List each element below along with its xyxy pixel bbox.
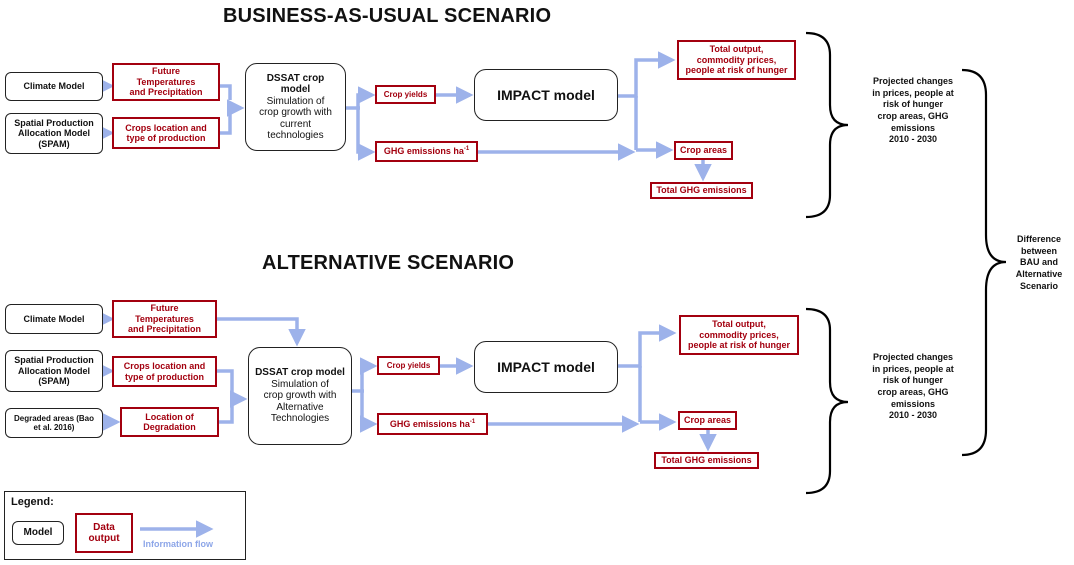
- bau-total-output: Total output,commodity prices,people at …: [677, 40, 796, 80]
- bau-arrow-dssat-to-ghg: [356, 108, 376, 161]
- bau-crop-areas: Crop areas: [674, 141, 733, 160]
- legend-information-flow: Information flow: [143, 539, 213, 549]
- bau-climate-model: Climate Model: [5, 72, 103, 101]
- difference-brace: [961, 68, 1007, 457]
- alt-arrow-dssat-to-ghg: [360, 391, 378, 433]
- bau-crop-yields: Crop yields: [375, 85, 436, 104]
- alt-ghg-emissions: GHG emissions ha-1: [377, 413, 488, 435]
- legend-model-box: Model: [12, 521, 64, 545]
- alt-brace: [805, 307, 849, 495]
- bau-impact-model: IMPACT model: [474, 69, 618, 121]
- alt-crop-areas: Crop areas: [678, 411, 737, 430]
- alt-climate-model: Climate Model: [5, 304, 103, 334]
- alt-arrow-impact-out: [618, 324, 677, 368]
- alt-crop-yields: Crop yields: [377, 356, 440, 375]
- alt-arrow-future-to-dssat: [217, 317, 306, 347]
- alt-impact-model: IMPACT model: [474, 341, 618, 393]
- alt-arrow-crops-to-dssat: [217, 369, 234, 398]
- alt-total-ghg: Total GHG emissions: [654, 452, 759, 469]
- bau-total-ghg: Total GHG emissions: [650, 182, 753, 199]
- bau-arrow-crops-to-dssat: [220, 110, 232, 135]
- bau-ghg-emissions: GHG emissions ha-1: [375, 141, 478, 162]
- legend-title: Legend:: [11, 496, 54, 508]
- alt-total-output: Total output,commodity prices,people at …: [679, 315, 799, 355]
- bau-arrow-dssat-to-yields: [356, 86, 376, 108]
- bau-brace: [805, 31, 849, 219]
- alt-arrow-location-to-dssat: [219, 400, 234, 424]
- alt-title: ALTERNATIVE SCENARIO: [262, 252, 515, 274]
- bau-arrow-future-to-dssat: [220, 84, 232, 100]
- bau-title: BUSINESS-AS-USUAL SCENARIO: [223, 5, 552, 27]
- alt-arrow-dssat-to-yields: [360, 357, 378, 391]
- bau-arrow-impact-out: [618, 51, 676, 98]
